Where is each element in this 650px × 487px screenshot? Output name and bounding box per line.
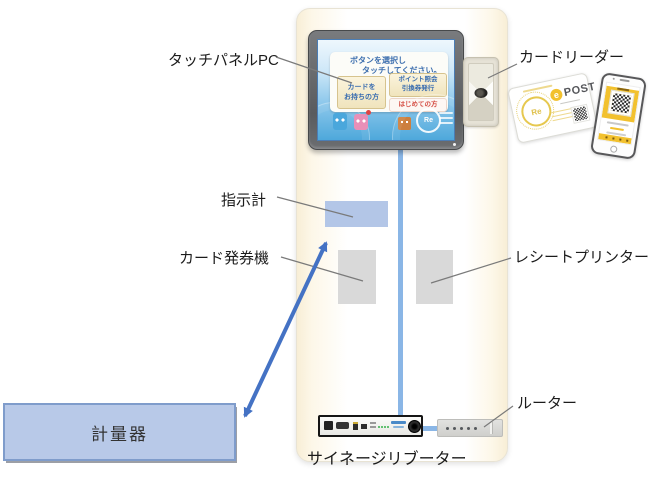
small-port-icon <box>353 422 358 430</box>
postmark-stamp-icon: Re <box>416 108 441 133</box>
postmark-wave-line <box>439 117 453 119</box>
serial-port-icon <box>336 422 349 429</box>
router-device <box>437 419 503 437</box>
ethernet-port-icon <box>324 421 333 430</box>
point-line1: ポイント照会 <box>398 76 438 84</box>
card-reader-slot <box>474 88 488 99</box>
first-time-label: はじめての方 <box>398 100 438 108</box>
phone-text-line <box>606 121 629 127</box>
signage-rebooter-device <box>318 415 423 437</box>
router-leds <box>446 427 449 430</box>
power-connector-icon <box>408 420 421 433</box>
smartphone <box>589 71 648 161</box>
kiosk-screen: ボタンを選択し タッチしてください。 カードを お持ちの方 ポイント照会 引換券… <box>317 39 455 141</box>
scale-label: 計量器 <box>91 424 148 444</box>
card-sub-text-decor <box>560 99 580 105</box>
screen-button-first-time[interactable]: はじめての方 <box>389 98 447 112</box>
label-card-reader: カードリーダー <box>519 49 625 66</box>
postmark-wave-line <box>439 112 453 114</box>
phone-app-title-decor <box>616 87 629 92</box>
phone-home-button <box>609 145 618 154</box>
screen-instruction-line2: タッチしてください。 <box>362 65 442 75</box>
router-groove <box>490 422 493 434</box>
screen-message-panel: ボタンを選択し タッチしてください。 カードを お持ちの方 ポイント照会 引換券… <box>330 52 448 112</box>
screen-button-have-card[interactable]: カードを お持ちの方 <box>337 76 386 109</box>
point-line2: 引換券発行 <box>401 85 435 92</box>
phone-speaker <box>619 78 630 83</box>
card-dispenser-box <box>338 250 376 304</box>
phone-text-line <box>609 126 624 131</box>
phone-qr-code <box>606 89 635 117</box>
label-signage-rebooter: サイネージリブーター <box>307 451 467 468</box>
mascot-blue <box>333 113 347 130</box>
card-qr-code <box>570 103 591 124</box>
scale-box: 計量器 <box>3 403 236 461</box>
power-led <box>453 143 456 146</box>
status-leds <box>378 426 380 428</box>
have-card-line1: カードを <box>347 84 376 92</box>
indicator-box <box>325 201 388 227</box>
label-indicator: 指示計 <box>221 192 267 209</box>
screen-instruction-line1: ボタンを選択し <box>350 56 406 65</box>
phone-screen <box>596 81 641 146</box>
panel-markings <box>370 422 376 424</box>
epost-post-logo: POST <box>562 80 597 100</box>
card-reader <box>463 57 499 127</box>
label-card-dispenser: カード発券機 <box>179 250 270 267</box>
lan-cable-vertical <box>398 147 403 417</box>
have-card-line2: お持ちの方 <box>344 93 379 101</box>
card-reader-face <box>468 63 494 121</box>
device-logo-sub <box>393 426 404 428</box>
lan-cable-horizontal <box>421 426 438 431</box>
usb-port-icon <box>361 424 367 429</box>
epost-card: Re e POST <box>507 72 598 144</box>
postmark-wave-line <box>439 122 453 124</box>
label-touch-panel-pc: タッチパネルPC <box>168 52 279 69</box>
phone-tab-icons <box>605 136 608 139</box>
touch-panel-pc: ボタンを選択し タッチしてください。 カードを お持ちの方 ポイント照会 引換券… <box>308 30 464 150</box>
device-logo <box>391 421 406 424</box>
phone-tab-bar <box>598 133 632 145</box>
screen-button-point[interactable]: ポイント照会 引換券発行 <box>389 73 447 97</box>
mascot-orange <box>398 117 411 130</box>
label-receipt-printer: レシートプリンター <box>514 249 650 266</box>
mascot-pink <box>354 110 371 130</box>
receipt-printer-box <box>416 250 453 304</box>
label-router: ルーター <box>517 395 578 412</box>
phone-camera <box>612 77 615 80</box>
phone-app-header <box>601 85 640 123</box>
